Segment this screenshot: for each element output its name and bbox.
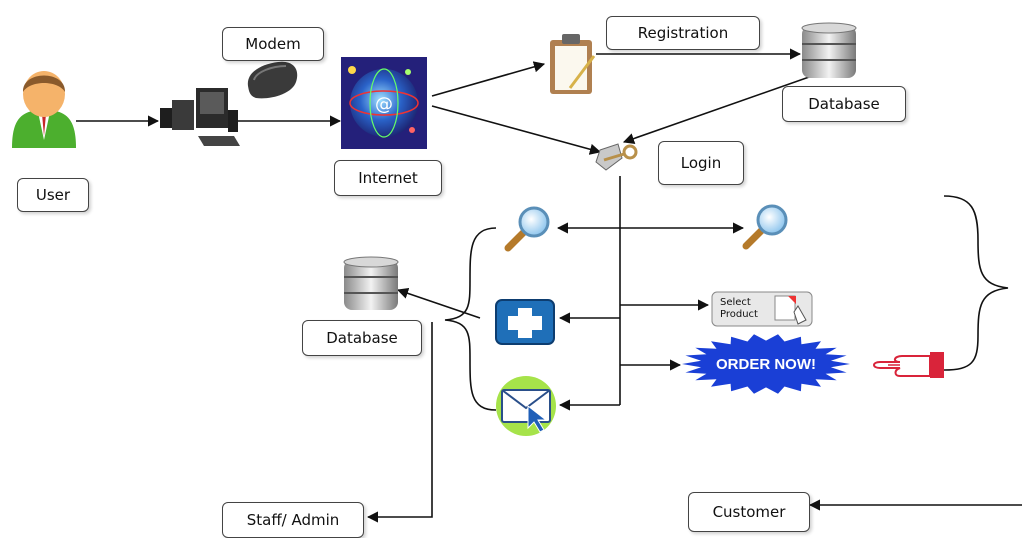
customer-label: Customer — [688, 492, 810, 532]
internet-globe-icon: @ — [341, 57, 427, 149]
user-icon — [12, 71, 76, 148]
edge-to-staff-admin — [366, 322, 433, 523]
modem-icon — [247, 61, 298, 99]
edge-database-login — [622, 75, 813, 144]
edge-internet-registration — [431, 61, 546, 97]
search-right-icon — [742, 204, 788, 250]
database-top-label: Database — [782, 86, 906, 122]
connectors — [76, 48, 1022, 523]
database-left-icon — [343, 256, 399, 310]
pointing-hand-icon — [873, 352, 944, 378]
add-plus-icon — [495, 299, 555, 345]
email-icon — [496, 376, 556, 436]
customer-brace — [943, 195, 1009, 371]
edge-internet-login — [431, 105, 602, 155]
internet-label: Internet — [334, 160, 442, 196]
search-left-icon — [504, 206, 550, 252]
registration-label: Registration — [606, 16, 760, 50]
user-label: User — [17, 178, 89, 212]
order-now-badge: ORDER NOW! — [682, 334, 850, 394]
database-left-label: Database — [302, 320, 422, 356]
svg-text:@: @ — [375, 94, 393, 115]
computer-icon — [160, 88, 240, 146]
order-now-text: ORDER NOW! — [716, 356, 816, 373]
database-top-icon — [801, 22, 857, 78]
modem-label: Modem — [222, 27, 324, 61]
staff-admin-label: Staff/ Admin — [222, 502, 364, 538]
select-product-graphic: Select Product — [711, 291, 813, 327]
select-product-text: Select Product — [720, 297, 758, 320]
edge-brace-database — [396, 287, 481, 319]
login-key-icon — [595, 143, 638, 171]
login-label: Login — [658, 141, 744, 185]
staff-brace — [444, 227, 497, 411]
clipboard-icon — [550, 34, 596, 94]
